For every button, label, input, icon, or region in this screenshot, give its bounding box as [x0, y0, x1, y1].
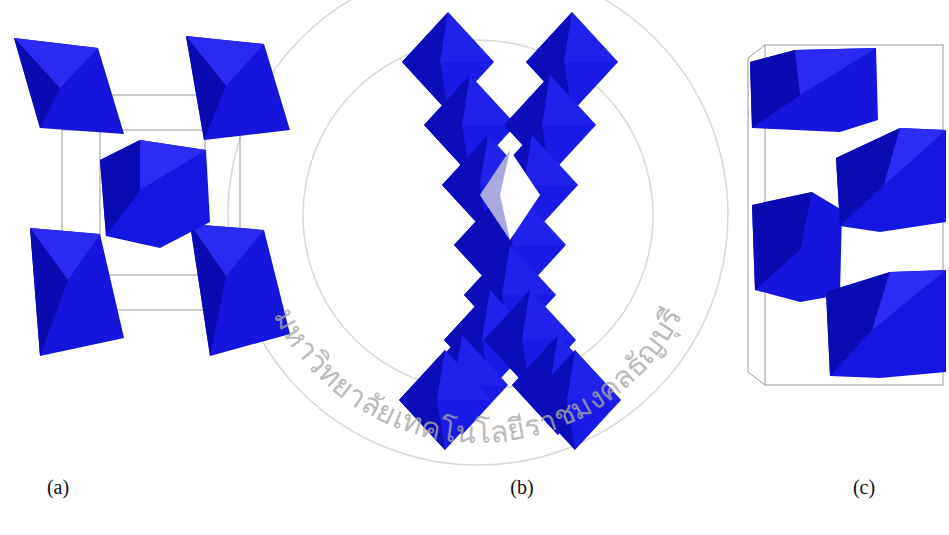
seal-watermark	[228, 0, 728, 465]
panel-label: (c)	[853, 476, 875, 499]
panel-b-structure	[399, 12, 621, 450]
panel-label: (a)	[47, 476, 69, 499]
watermark-text: มหาวิทยาลัยเทคโนโลยีราชมงคลธัญบุรี	[267, 302, 689, 450]
panel-c-structure	[748, 45, 946, 385]
panel-label: (b)	[510, 476, 533, 499]
panel-a-structure	[14, 36, 290, 356]
